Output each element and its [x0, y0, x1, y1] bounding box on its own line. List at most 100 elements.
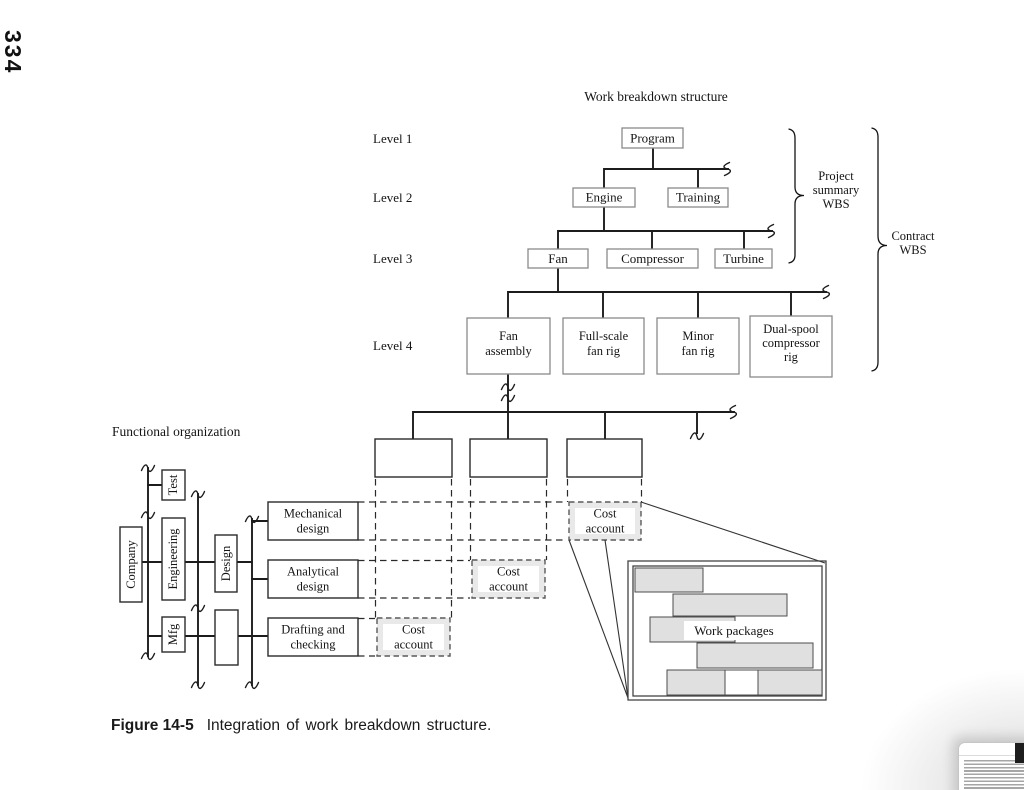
work-package-bar: [666, 669, 726, 696]
svg-text:compressor: compressor: [762, 336, 820, 350]
work-packages-outer: [627, 560, 827, 701]
magnifier-lines: [568, 501, 826, 699]
engineering-box: [161, 517, 186, 601]
drafting-checking-box: [267, 617, 359, 657]
peek-text-skeleton: [964, 760, 1024, 790]
work-package-bar: [757, 669, 823, 696]
svg-text:account: account: [394, 638, 433, 652]
matrix-column-box-3: [566, 438, 643, 478]
node-training-box: [667, 187, 729, 208]
project-summary-brace: [788, 128, 805, 264]
svg-text:Drafting and: Drafting and: [281, 623, 345, 637]
svg-text:Mechanical: Mechanical: [284, 507, 343, 521]
matrix-column-box-2: [469, 438, 548, 478]
cost-account-drafting: Cost account: [376, 617, 451, 657]
node-training-label: Training: [676, 190, 721, 205]
svg-text:Dual-spool: Dual-spool: [763, 322, 819, 336]
level-label-3: Level 3: [373, 251, 412, 266]
tree-connectors: [412, 147, 831, 441]
work-package-bar: [672, 593, 788, 617]
test-box: [161, 469, 186, 501]
figure-caption: Figure 14-5 Integration of work breakdown…: [111, 717, 491, 735]
svg-text:WBS: WBS: [899, 243, 926, 257]
node-turbine-label: Turbine: [723, 251, 764, 266]
mfg-box: [161, 616, 186, 653]
node-fan-box: [527, 248, 589, 269]
node-full-scale-fan-rig-box: [562, 317, 645, 375]
svg-text:rig: rig: [784, 350, 799, 364]
peek-corner-tab: [1015, 743, 1024, 763]
node-fan-assembly-box: [466, 317, 551, 375]
svg-text:Test: Test: [166, 474, 180, 495]
brace-contract: Contract WBS: [871, 127, 935, 372]
wbs-title: Work breakdown structure: [584, 89, 728, 104]
svg-text:Design: Design: [219, 545, 233, 581]
svg-text:Contract: Contract: [891, 229, 935, 243]
cost-account-mechanical: Cost account: [568, 501, 642, 541]
contract-brace: [871, 127, 888, 372]
node-full-scale-fan-rig: Full-scale fan rig: [562, 317, 645, 375]
svg-text:Analytical: Analytical: [287, 565, 340, 579]
svg-text:Company: Company: [124, 539, 138, 588]
company-box: [119, 526, 143, 603]
work-package-bar-empty: [724, 669, 759, 696]
svg-text:Minor: Minor: [682, 329, 714, 343]
node-compressor-label: Compressor: [621, 251, 685, 266]
svg-text:account: account: [489, 580, 528, 594]
next-page-peek[interactable]: [958, 742, 1024, 790]
svg-text:Cost: Cost: [497, 565, 520, 579]
design-box: [214, 534, 238, 593]
org-title: Functional organization: [112, 424, 241, 439]
node-fan-assembly: Fan assembly: [466, 317, 551, 375]
node-compressor: Compressor: [606, 248, 699, 269]
level-label-2: Level 2: [373, 190, 412, 205]
matrix-dashed-grid: [358, 479, 643, 657]
svg-text:Mfg: Mfg: [166, 623, 180, 645]
work-packages-inner: [632, 565, 823, 697]
node-turbine: Turbine: [714, 248, 773, 269]
node-engine: Engine: [572, 187, 636, 208]
org-box-company: Company: [119, 526, 143, 603]
node-turbine-box: [714, 248, 773, 269]
svg-text:fan rig: fan rig: [682, 344, 716, 358]
org-chart: Functional organization Company Test: [112, 424, 359, 690]
svg-text:account: account: [586, 522, 625, 536]
node-engine-label: Engine: [586, 190, 623, 205]
org-box-engineering: Engineering: [161, 517, 186, 601]
analytical-design-box: [267, 559, 359, 599]
level-label-1: Level 1: [373, 131, 412, 146]
org-box-test: Test: [161, 469, 186, 501]
svg-text:checking: checking: [290, 638, 336, 652]
level-label-4: Level 4: [373, 338, 413, 353]
node-program-label: Program: [630, 131, 675, 146]
node-program-box: [621, 127, 684, 149]
node-fan: Fan: [527, 248, 589, 269]
svg-text:design: design: [297, 522, 330, 536]
org-box-mechanical-design: Mechanical design: [267, 501, 359, 541]
figure-caption-label: Figure 14-5: [111, 717, 194, 734]
svg-text:Engineering: Engineering: [166, 528, 180, 590]
node-program: Program: [621, 127, 684, 149]
work-package-bar: [696, 642, 814, 669]
org-box-mfg: Mfg: [161, 616, 186, 653]
figure-caption-text: Integration of work breakdown structure.: [206, 717, 492, 734]
level-labels: Level 1 Level 2 Level 3 Level 4: [373, 131, 413, 353]
svg-text:WBS: WBS: [822, 197, 849, 211]
cost-account-analytical: Cost account: [471, 559, 546, 599]
node-compressor-box: [606, 248, 699, 269]
node-minor-fan-rig-box: [656, 317, 740, 375]
wbs-tree: Work breakdown structure Level 1 Level 2…: [373, 89, 935, 441]
org-box-analytical-design: Analytical design: [267, 559, 359, 599]
node-dual-spool-box: [749, 315, 833, 378]
mechanical-design-box: [267, 501, 359, 541]
node-fan-label: Fan: [548, 251, 568, 266]
work-packages-label: Work packages: [694, 623, 773, 638]
org-connectors: [140, 464, 269, 690]
org-box-design: Design: [214, 534, 238, 593]
svg-text:Cost: Cost: [594, 507, 617, 521]
svg-text:fan rig: fan rig: [587, 344, 621, 358]
svg-text:summary: summary: [813, 183, 860, 197]
org-box-unlabeled: [214, 609, 239, 666]
matrix: Cost account Cost account Cost account: [358, 438, 827, 701]
